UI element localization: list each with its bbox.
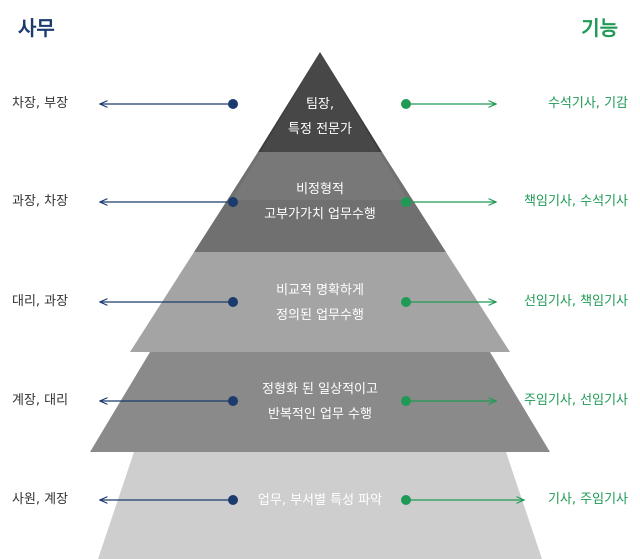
technical-dot-1 xyxy=(401,99,411,109)
technical-dot-2 xyxy=(401,197,411,207)
technical-rank-1: 수석기사, 기감 xyxy=(547,96,628,111)
tier-3-line-1: 비교적 명확하게 xyxy=(276,283,364,298)
tier-1-text: 팀장, 특정 전문가 xyxy=(210,92,430,142)
technical-dot-4 xyxy=(401,396,411,406)
office-rank-5: 사원, 계장 xyxy=(12,492,69,507)
office-dot-2 xyxy=(228,197,238,207)
office-dot-4 xyxy=(228,396,238,406)
office-dot-5 xyxy=(228,495,238,505)
technical-connectors xyxy=(401,99,524,505)
tier-4 xyxy=(90,352,550,452)
technical-dot-3 xyxy=(401,297,411,307)
technical-dot-5 xyxy=(401,495,411,505)
office-dot-1 xyxy=(228,99,238,109)
tier-2-line-1: 비정형적 xyxy=(296,182,344,197)
office-rank-3: 대리, 과장 xyxy=(12,294,69,309)
office-rank-1: 차장, 부장 xyxy=(12,96,69,111)
office-connectors xyxy=(100,99,238,505)
tier-5-text: 업무, 부서별 특성 파악 xyxy=(210,488,430,513)
tier-4-line-2: 반복적인 업무 수행 xyxy=(268,407,372,422)
technical-rank-5: 기사, 주임기사 xyxy=(547,492,628,507)
tier-3 xyxy=(130,252,510,352)
technical-rank-3: 선임기사, 책임기사 xyxy=(524,294,628,309)
tier-2 xyxy=(194,152,446,252)
office-rank-4: 계장, 대리 xyxy=(12,393,69,408)
tier-3-text: 비교적 명확하게 정의된 업무수행 xyxy=(210,278,430,328)
tier-2-line-2: 고부가가치 업무수행 xyxy=(264,207,376,222)
tier-5 xyxy=(98,452,542,559)
tier-1-line-2: 특정 전문가 xyxy=(288,122,352,137)
technical-rank-4: 주임기사, 선임기사 xyxy=(524,393,628,408)
technical-rank-2: 책임기사, 수석기사 xyxy=(524,194,628,209)
tier-5-line-1: 업무, 부서별 특성 파악 xyxy=(257,493,383,508)
office-track-title: 사무 xyxy=(18,16,55,40)
office-rank-2: 과장, 차장 xyxy=(12,194,69,209)
tier-4-line-1: 정형화 된 일상적이고 xyxy=(262,382,378,397)
tier-1-line-1: 팀장, xyxy=(305,97,335,112)
tier-4-text: 정형화 된 일상적이고 반복적인 업무 수행 xyxy=(210,377,430,427)
office-dot-3 xyxy=(228,297,238,307)
tier-3-line-2: 정의된 업무수행 xyxy=(276,308,364,323)
technical-track-title: 기능 xyxy=(581,16,618,40)
tier-2-text: 비정형적 고부가가치 업무수행 xyxy=(210,177,430,227)
tier-1 xyxy=(258,52,382,152)
